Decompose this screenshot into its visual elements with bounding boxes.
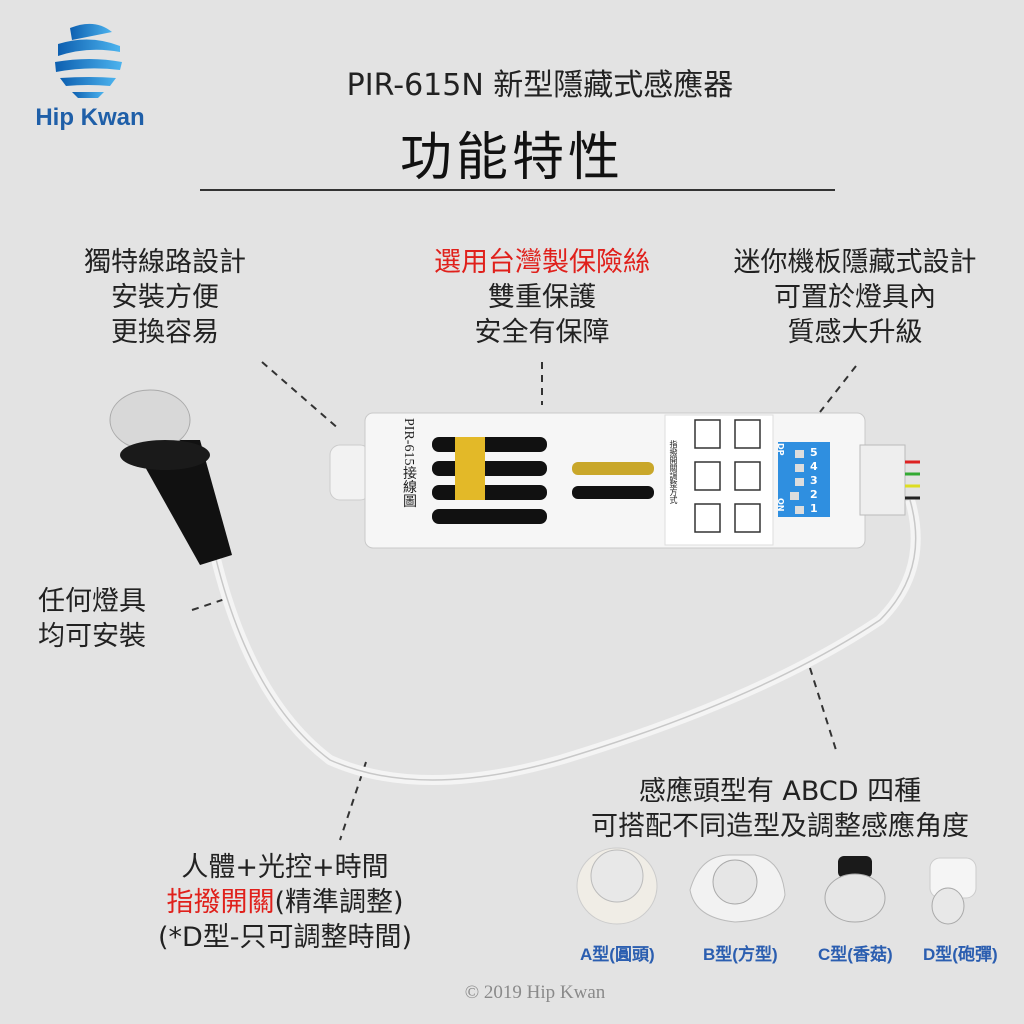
feature-line: 雙重保護: [488, 282, 596, 313]
sensor-head: [109, 389, 232, 565]
brand-name: Hip Kwan: [35, 104, 145, 131]
feature-line: 更換容易: [111, 317, 219, 348]
feature-line: 人體+光控+時間: [181, 852, 389, 883]
feature-line: 感應頭型有 ABCD 四種: [638, 776, 922, 807]
dip-number: 4: [810, 460, 818, 473]
dip-instructions: 指撥開關調整方式: [669, 440, 678, 504]
dip-number: 5: [810, 446, 818, 459]
dip-number: 1: [810, 502, 818, 515]
feature-line: 安裝方便: [111, 282, 219, 313]
dip-numbers: 5 4 3 2 1: [810, 446, 818, 516]
feature-line: 獨特線路設計: [84, 247, 246, 278]
sensor-type-d-label: D型(砲彈): [923, 945, 998, 964]
feature-line-highlight: 選用台灣製保險絲: [434, 247, 650, 278]
page-title: 功能特性: [399, 128, 624, 188]
feature-hidden-board: 迷你機板隱藏式設計 可置於燈具內 質感大升級: [705, 245, 1005, 350]
sensor-type-a: [576, 847, 658, 925]
sensor-module: [329, 412, 920, 549]
dip-number: 3: [810, 474, 818, 487]
feature-line: 可搭配不同造型及調整感應角度: [591, 811, 969, 842]
dip-dp-label: DP: [776, 443, 785, 456]
device-label: PIR-615接線圖: [401, 418, 416, 508]
feature-highlight: 指撥開關: [166, 887, 275, 918]
feature-line: 指撥開關(精準調整): [135, 885, 435, 920]
feature-line: 迷你機板隱藏式設計: [733, 247, 977, 278]
sensor-type-c: [824, 856, 886, 923]
feature-circuit: 獨特線路設計 安裝方便 更換容易: [45, 245, 285, 350]
dip-number: 2: [810, 488, 818, 501]
dip-on-label: ON: [776, 498, 785, 512]
copyright: © 2019 Hip Kwan: [464, 982, 606, 1003]
feature-sensor-heads: 感應頭型有 ABCD 四種 可搭配不同造型及調整感應角度: [560, 774, 1000, 844]
title-divider: [200, 189, 835, 191]
sensor-type-c-label: C型(香菇): [818, 945, 893, 964]
sensor-type-a-label: A型(圓頭): [580, 945, 655, 964]
feature-line: 安全有保障: [474, 317, 610, 348]
sensor-type-b-label: B型(方型): [703, 945, 778, 964]
feature-text: (精準調整): [274, 887, 404, 918]
feature-line: 質感大升級: [787, 317, 923, 348]
product-title: PIR-615N 新型隱藏式感應器: [346, 68, 734, 103]
feature-line: (*D型-只可調整時間): [157, 922, 413, 953]
feature-fixture: 任何燈具 均可安裝: [38, 584, 146, 654]
sensor-type-d: [929, 857, 977, 925]
feature-line: 可置於燈具內: [774, 282, 936, 313]
sensor-type-b: [689, 854, 786, 923]
feature-line: 任何燈具: [38, 586, 146, 617]
feature-dip-switch: 人體+光控+時間 指撥開關(精準調整) (*D型-只可調整時間): [135, 850, 435, 955]
feature-fuse: 選用台灣製保險絲 雙重保護 安全有保障: [412, 245, 672, 350]
feature-line: 均可安裝: [38, 621, 146, 652]
logo-globe-icon: [55, 23, 122, 98]
